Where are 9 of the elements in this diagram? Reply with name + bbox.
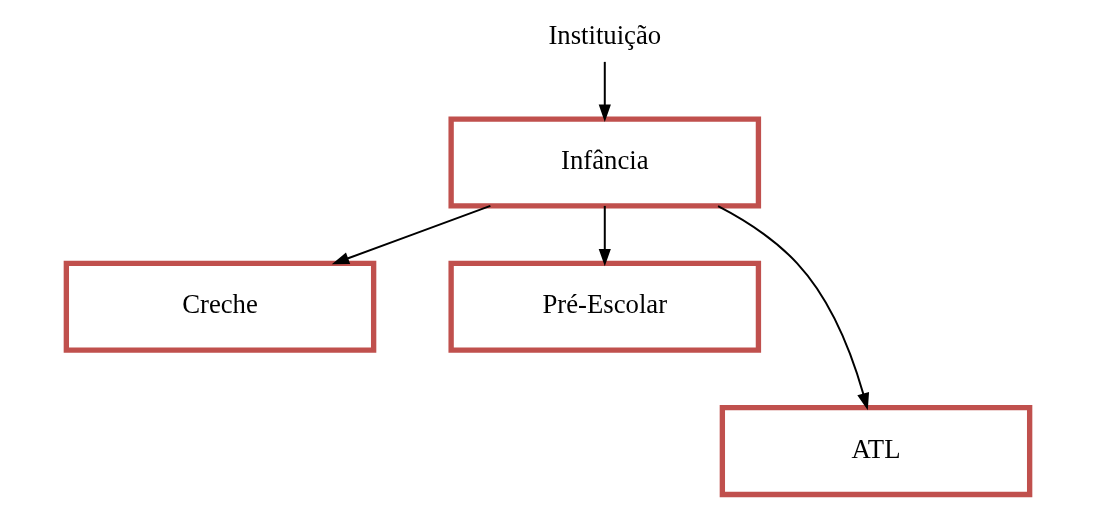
node-box: Infância bbox=[448, 116, 762, 209]
arrow bbox=[598, 60, 611, 122]
arrow bbox=[717, 205, 870, 411]
node-box: Creche bbox=[63, 260, 377, 353]
arrow bbox=[598, 204, 611, 267]
node-box: Pré-Escolar bbox=[448, 260, 762, 353]
node-text: Instituição bbox=[548, 20, 662, 51]
arrow bbox=[331, 204, 492, 265]
node-box: ATL bbox=[719, 404, 1033, 498]
